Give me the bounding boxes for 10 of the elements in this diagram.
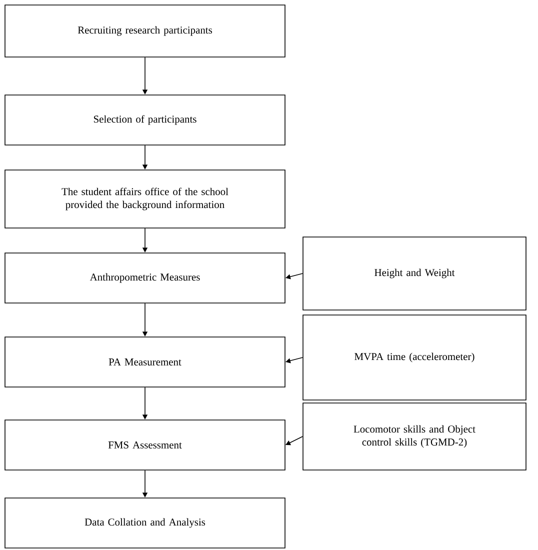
process-box: The student affairs office of the school provided the background information	[4, 170, 286, 228]
process-box: Recruiting research participants	[4, 4, 286, 58]
process-box: FMS Assessment	[4, 420, 286, 470]
process-box: Data Collation and Analysis	[4, 498, 286, 548]
process-box: Locomotor skills and Object control skills (TGMD-2)	[302, 402, 526, 470]
process-box: PA Measurement	[4, 336, 286, 388]
process-box: Height and Weight	[302, 236, 526, 310]
process-box: MVPA time (accelerometer)	[302, 314, 526, 400]
process-box: Anthropometric Measures	[4, 252, 286, 304]
process-box: Selection of participants	[4, 94, 286, 146]
